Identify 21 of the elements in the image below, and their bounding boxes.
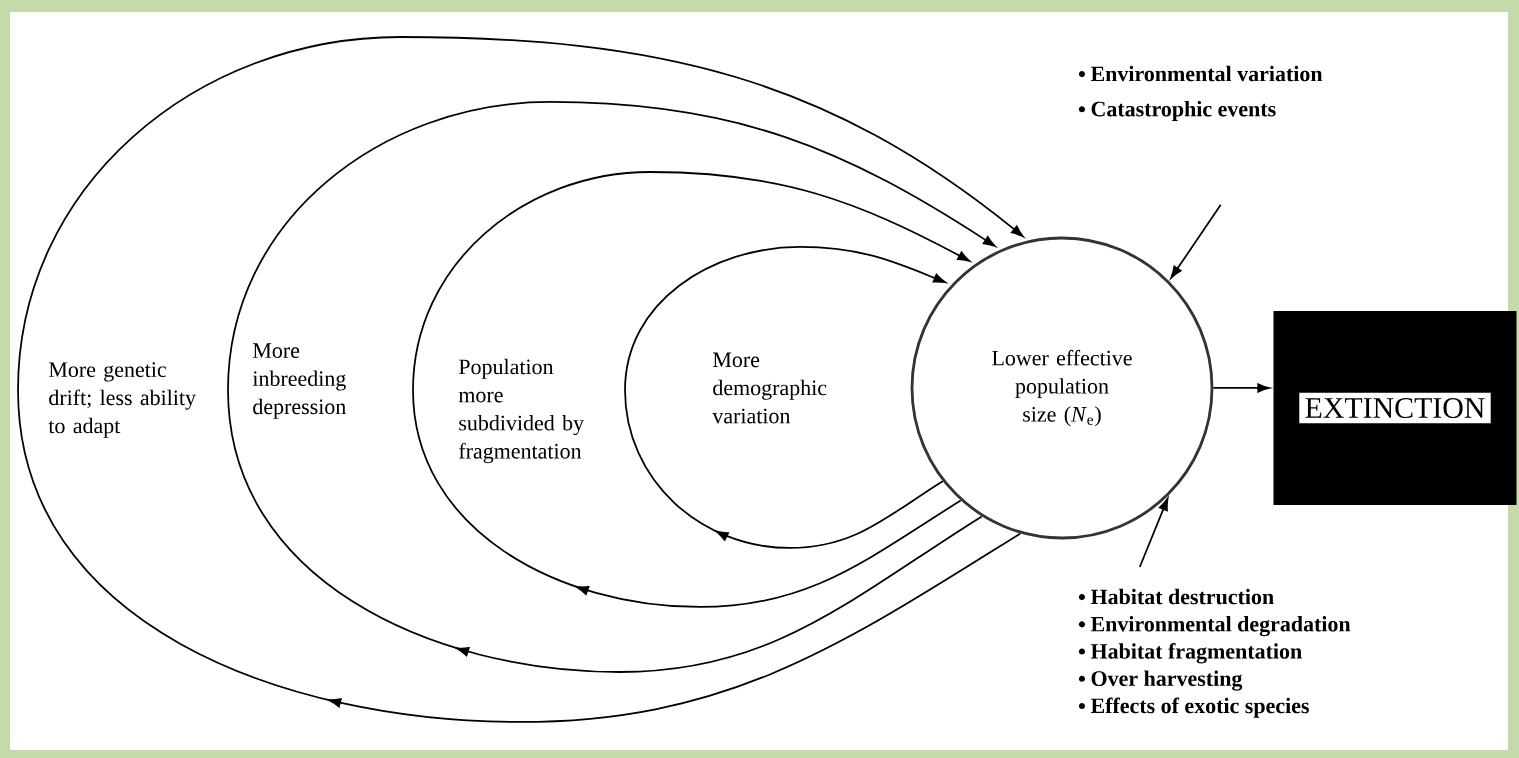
bullet-list: Habitat destruction Environmental degradation Habitat fragmentation Over harvesting Effects of exotic species [1078, 588, 1351, 718]
node-label: Effects of exotic species [1090, 697, 1309, 718]
extinction-box: EXTINCTION [1273, 311, 1517, 505]
node-label: Habitat fragmentation [1090, 643, 1302, 664]
arrow [1212, 383, 1270, 393]
loop-label: Population more subdivided by fragmentation [458, 358, 584, 464]
node-label: Habitat destruction [1090, 588, 1274, 605]
node-label: Over harvesting [1091, 670, 1243, 691]
arrow [1170, 203, 1222, 279]
node-label: Environmental degradation [1090, 616, 1351, 637]
loop-label: More inbreeding depression [252, 343, 346, 419]
node-label: Catastrophic events [1091, 101, 1276, 121]
arrow [1138, 497, 1169, 568]
loop-label: More demographic variation [712, 352, 827, 424]
node-label: Environmental variation [1090, 65, 1323, 82]
loop-label: More genetic drift; less ability to adapt [48, 362, 196, 438]
bullet-list: Environmental variation Catastrophic events [1078, 65, 1323, 121]
feedback-loop-arrow [412, 171, 971, 608]
feedback-loop-arrow [17, 36, 1024, 723]
feedback-loop-arrow [624, 246, 946, 549]
feedback-loop-arrow [227, 101, 996, 673]
